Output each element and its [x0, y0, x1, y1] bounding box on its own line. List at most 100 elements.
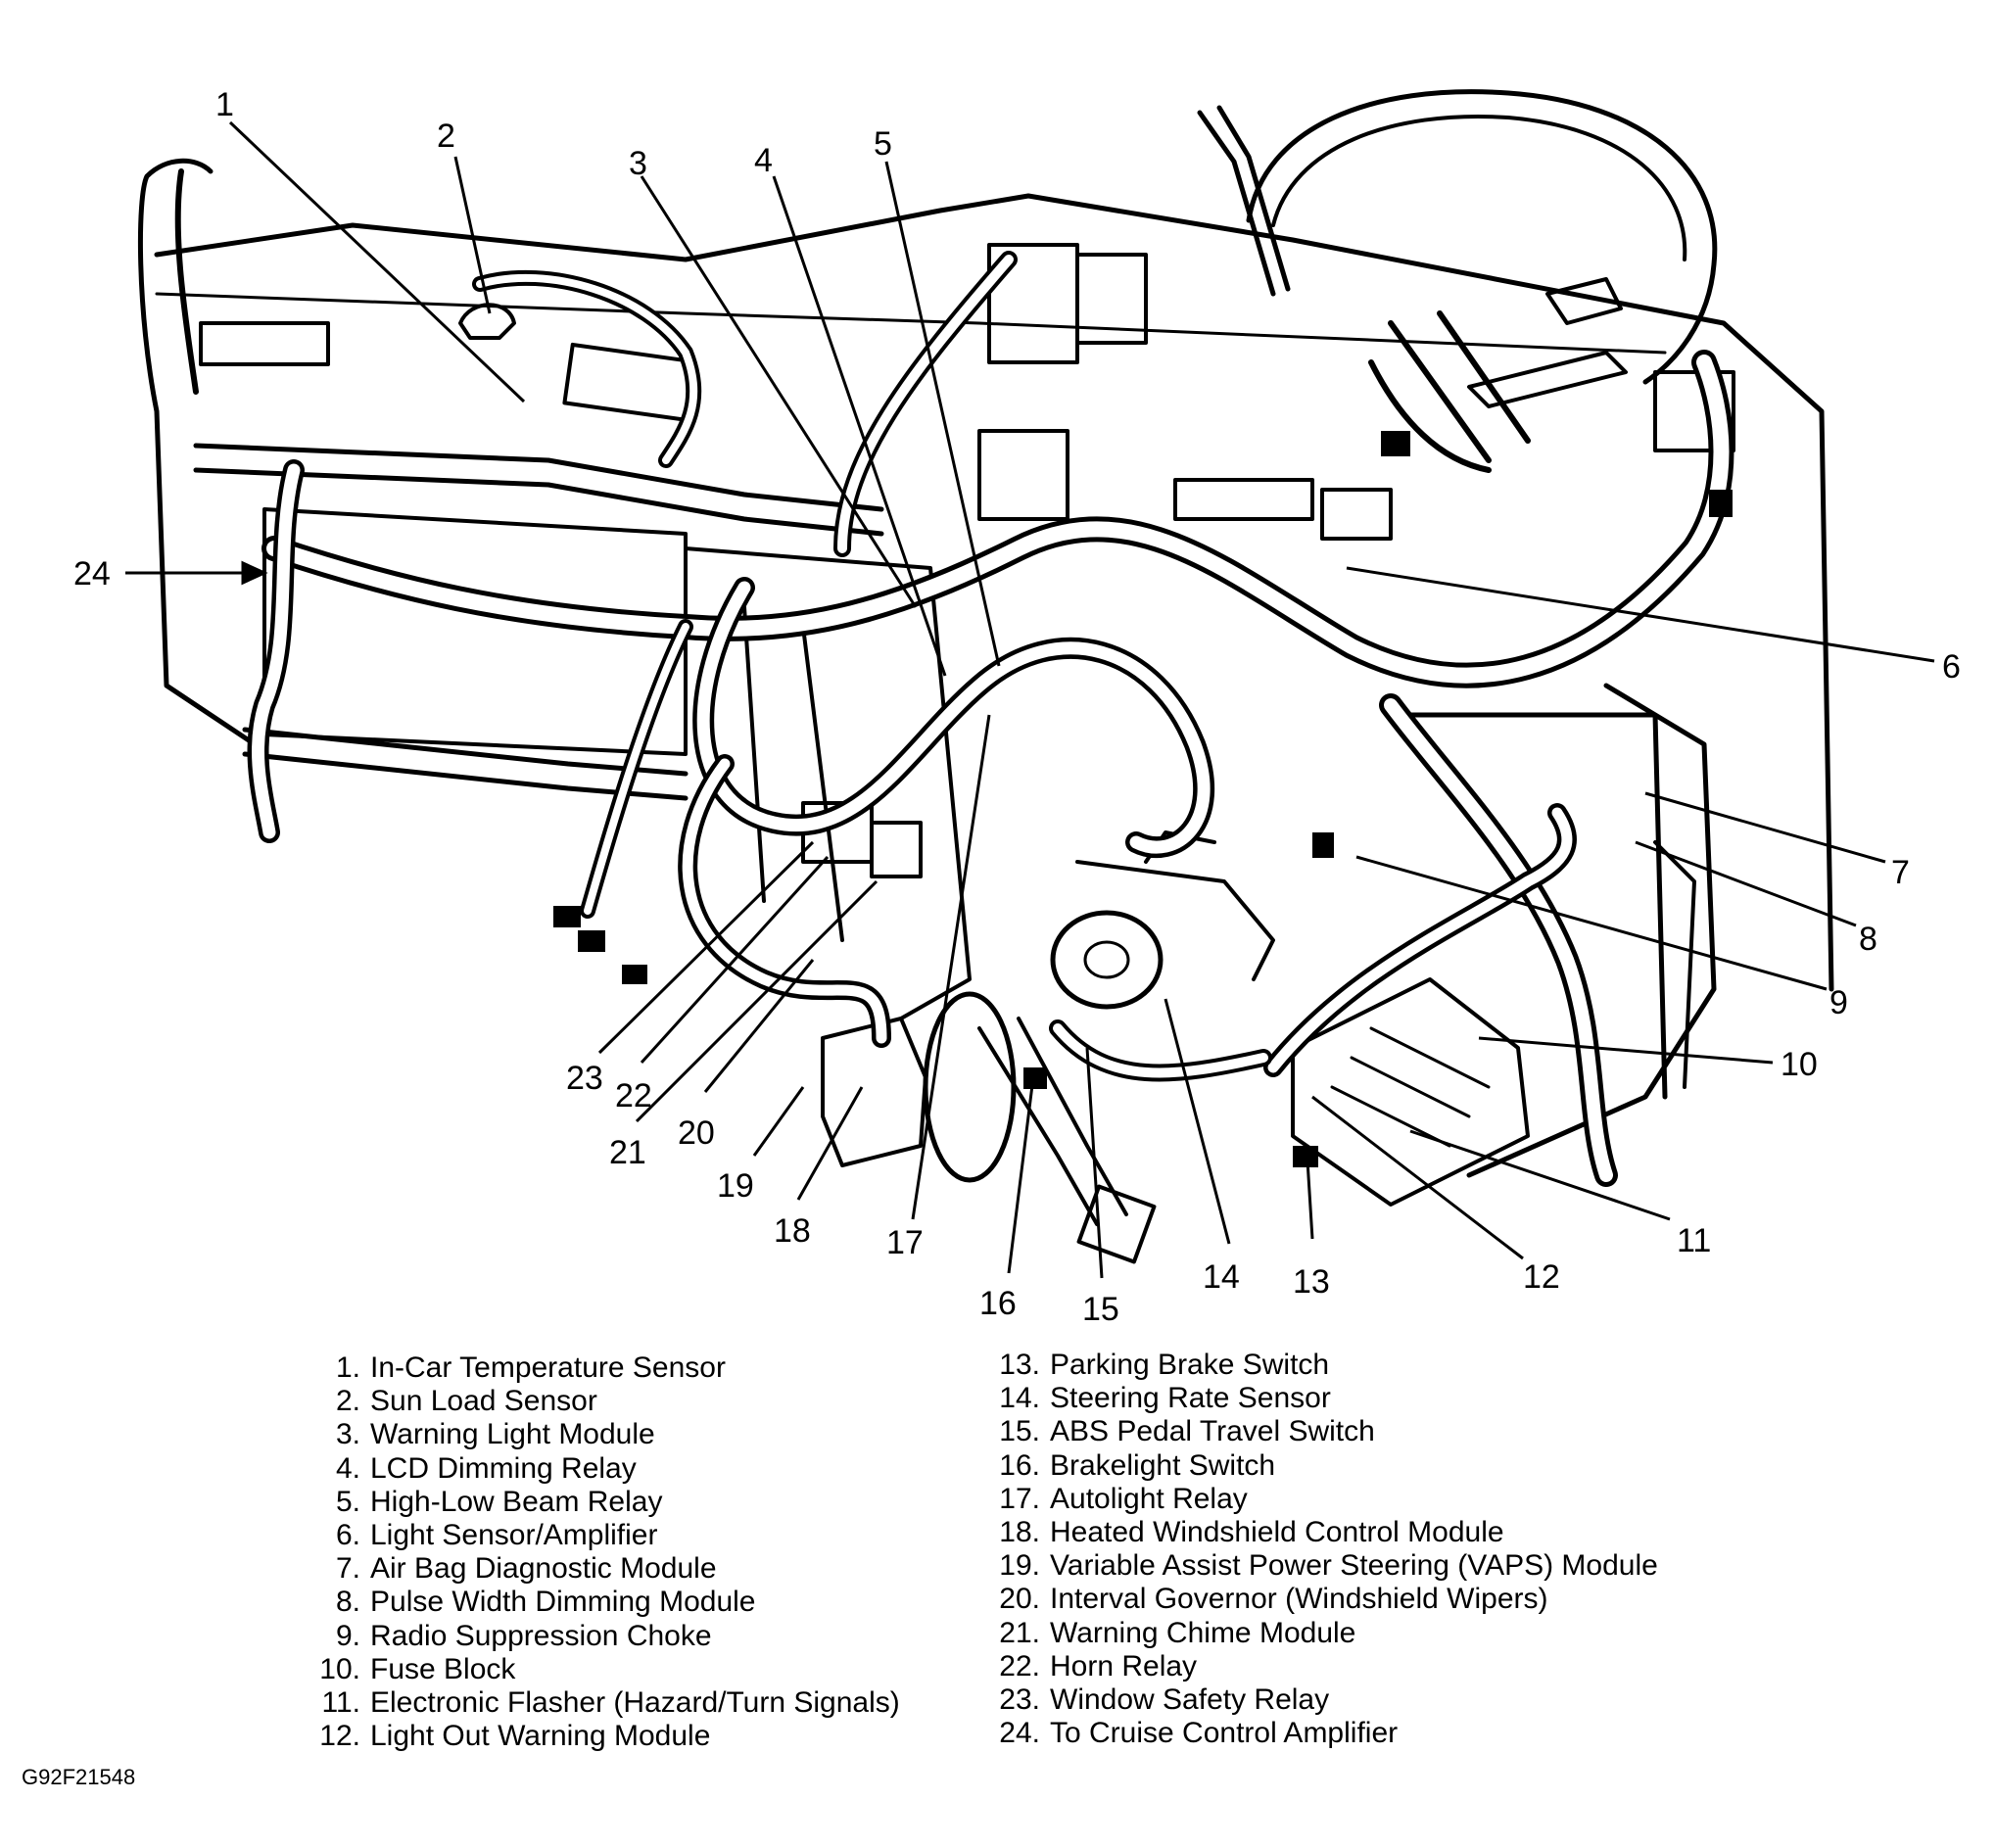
- legend-item-number: 18.: [999, 1516, 1040, 1549]
- steering-rate-sensor-hub: [1083, 940, 1130, 979]
- callout-16: 16: [979, 1285, 1017, 1322]
- legend-item-label: Electronic Flasher (Hazard/Turn Signals): [370, 1686, 900, 1720]
- leader-line-17: [911, 714, 991, 1220]
- legend-item: 10.Fuse Block: [315, 1653, 900, 1686]
- legend-item-label: Interval Governor (Windshield Wipers): [1050, 1583, 1548, 1616]
- callout-3: 3: [629, 145, 647, 182]
- legend-item-label: Warning Chime Module: [1050, 1616, 1356, 1649]
- legend-item-number: 10.: [319, 1652, 360, 1685]
- callout-20: 20: [678, 1114, 715, 1152]
- callout-13: 13: [1293, 1263, 1330, 1301]
- leader-line-22: [640, 855, 830, 1065]
- dash-top-inner: [155, 292, 1667, 355]
- callout-11: 11: [1677, 1222, 1711, 1259]
- connector: [1709, 490, 1733, 517]
- pedal-bracket: [977, 1017, 1128, 1226]
- leader-line-14: [1164, 998, 1231, 1245]
- legend-item-label: Warning Light Module: [370, 1418, 655, 1451]
- legend-item-number: 3.: [335, 1418, 360, 1451]
- legend-item-label: Steering Rate Sensor: [1050, 1382, 1331, 1415]
- harness-left-drop-core: [252, 463, 301, 839]
- legend-item-label: In-Car Temperature Sensor: [370, 1351, 726, 1384]
- legend-item-label: Sun Load Sensor: [370, 1385, 597, 1418]
- harness-main-core: [266, 355, 1730, 684]
- connector: [1381, 431, 1410, 456]
- legend-item-label: ABS Pedal Travel Switch: [1050, 1415, 1375, 1448]
- legend-item: 22.Horn Relay: [995, 1650, 1658, 1683]
- legend-item-number: 20.: [999, 1583, 1040, 1616]
- leader-line-13: [1306, 1160, 1314, 1240]
- leader-arrow-24: [241, 560, 268, 586]
- legend-item: 13.Parking Brake Switch: [995, 1349, 1658, 1382]
- legend-item-number: 5.: [335, 1485, 360, 1518]
- leader-line-1: [228, 120, 526, 403]
- dash-top-edge: [154, 193, 1834, 992]
- legend-item: 3. Warning Light Module: [315, 1418, 900, 1451]
- callout-9: 9: [1829, 984, 1848, 1021]
- harness-top: [833, 251, 1018, 557]
- callout-14: 14: [1203, 1258, 1240, 1296]
- figure-id: G92F21548: [22, 1765, 136, 1789]
- legend-item-label: Brakelight Switch: [1050, 1448, 1276, 1482]
- leader-line-15: [1085, 1047, 1104, 1279]
- legend-item-number: 23.: [999, 1683, 1040, 1717]
- left-end-panel: [137, 158, 258, 747]
- legend-item: 15. ABS Pedal Travel Switch: [995, 1415, 1658, 1448]
- leader-line-20: [703, 959, 815, 1093]
- center-stack: [684, 546, 972, 1020]
- legend-item: 1.In-Car Temperature Sensor: [315, 1351, 900, 1385]
- harness-top-core: [837, 255, 1014, 553]
- legend-item-label: LCD Dimming Relay: [370, 1451, 637, 1485]
- legend-item-number: 22.: [999, 1649, 1040, 1682]
- legend-item: 21.Warning Chime Module: [995, 1617, 1658, 1650]
- legend-item-number: 9.: [335, 1619, 360, 1652]
- legend-item-label: Heated Windshield Control Module: [1050, 1516, 1504, 1549]
- connector: [578, 930, 605, 952]
- legend-item: 5. High-Low Beam Relay: [315, 1486, 900, 1519]
- steering-wheel-inner: [1271, 115, 1687, 261]
- legend-item-label: Light Out Warning Module: [370, 1720, 711, 1753]
- legend-item: 7.Air Bag Diagnostic Module: [315, 1552, 900, 1586]
- leader-line-10: [1478, 1036, 1774, 1065]
- legend-item: 24.To Cruise Control Amplifier: [995, 1717, 1658, 1750]
- harness-left-connectors-core: [584, 623, 689, 915]
- harness-lower-right-core: [1267, 807, 1573, 1073]
- connector: [1293, 1146, 1318, 1167]
- leader-line-3: [640, 175, 918, 608]
- legend-item-number: 12.: [319, 1720, 360, 1753]
- vaps-module: [923, 991, 1017, 1183]
- leader-line-8: [1635, 840, 1857, 927]
- legend-item: 2.Sun Load Sensor: [315, 1385, 900, 1418]
- legend-item: 20. Interval Governor (Windshield Wipers): [995, 1583, 1658, 1616]
- callout-7: 7: [1891, 854, 1910, 891]
- connector: [1023, 1067, 1047, 1089]
- leader-line-2: [453, 156, 492, 314]
- legend-item-number: 17.: [999, 1482, 1040, 1515]
- hw-module-box: [821, 1017, 927, 1167]
- connector: [622, 965, 647, 984]
- leader-line-4: [772, 175, 947, 677]
- callout-24: 24: [73, 555, 111, 592]
- connector: [553, 906, 581, 927]
- brake-pedal-pad: [1076, 1184, 1157, 1264]
- dashboard-illustration: [137, 89, 1834, 1264]
- callout-5: 5: [874, 125, 892, 163]
- legend-item: 14.Steering Rate Sensor: [995, 1382, 1658, 1415]
- legend-item-number: 15.: [999, 1415, 1040, 1448]
- legend-item-label: Light Sensor/Amplifier: [370, 1519, 658, 1552]
- leader-line-21: [635, 879, 879, 1123]
- legend-item: 11.Electronic Flasher (Hazard/Turn Signa…: [315, 1686, 900, 1720]
- turn-signal-stalk: [1197, 105, 1291, 297]
- legend-item-label: Variable Assist Power Steering (VAPS) Mo…: [1050, 1549, 1658, 1583]
- wiper-stalk: [1467, 351, 1628, 408]
- callout-17: 17: [886, 1224, 924, 1261]
- legend-item-label: High-Low Beam Relay: [370, 1485, 663, 1518]
- relay-top-2: [1075, 253, 1148, 345]
- vent-right: [1173, 478, 1314, 521]
- connector: [1312, 832, 1334, 858]
- leader-line-6: [1346, 566, 1935, 663]
- legend-item: 16.Brakelight Switch: [995, 1449, 1658, 1483]
